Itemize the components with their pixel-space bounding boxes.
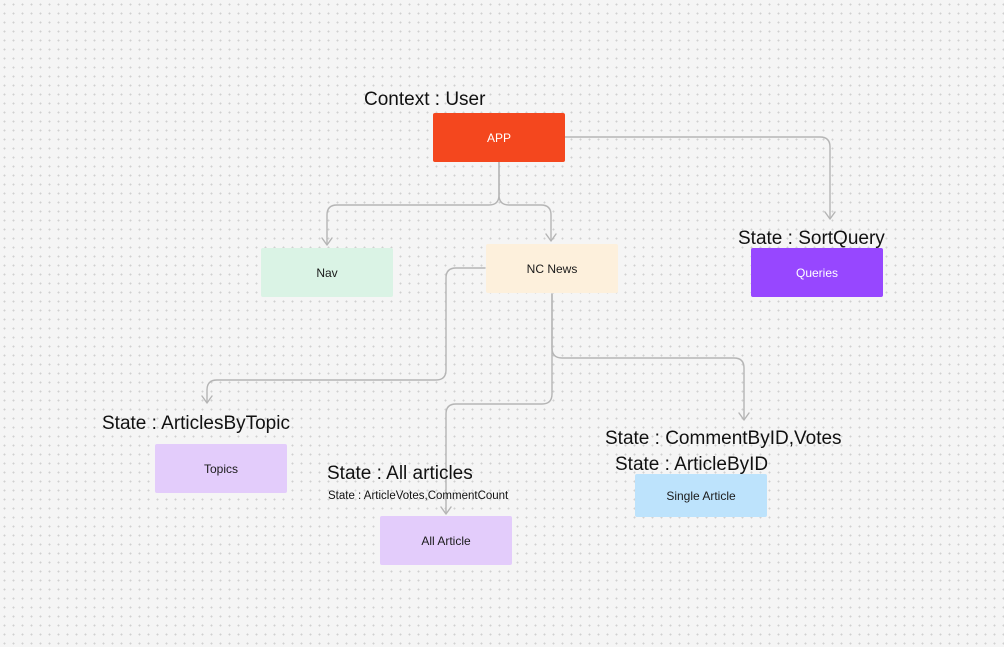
- arrowhead-single-article: [738, 412, 750, 421]
- label-state-sortquery: State : SortQuery: [738, 228, 885, 249]
- label-state-article-by-id: State : ArticleByID: [615, 454, 769, 475]
- node-app[interactable]: APP: [433, 113, 565, 162]
- arrowhead-nav: [321, 237, 333, 246]
- connector-ncnews-topics: [206, 267, 486, 402]
- arrowhead-all-article: [440, 506, 452, 515]
- node-queries[interactable]: Queries: [751, 248, 883, 297]
- arrowhead-topics: [201, 395, 213, 404]
- arrowhead-ncnews: [545, 233, 557, 242]
- label-state-articles-by-topic: State : ArticlesByTopic: [102, 413, 290, 434]
- label-state-all-articles: State : All articles: [327, 463, 473, 484]
- connector-app-queries: [564, 136, 831, 218]
- node-nav[interactable]: Nav: [261, 248, 393, 297]
- connector-ncnews-single-article: [551, 293, 745, 419]
- connector-app-ncnews: [498, 161, 552, 240]
- node-nc-news[interactable]: NC News: [486, 244, 618, 293]
- connector-ncnews-all-article: [445, 293, 553, 513]
- node-single-article[interactable]: Single Article: [635, 474, 767, 517]
- label-context-user: Context : User: [364, 89, 486, 110]
- arrowhead-queries: [824, 211, 836, 220]
- node-all-article[interactable]: All Article: [380, 516, 512, 565]
- node-topics[interactable]: Topics: [155, 444, 287, 493]
- label-state-article-votes: State : ArticleVotes,CommentCount: [328, 490, 509, 502]
- connector-app-nav: [326, 161, 500, 244]
- label-state-comment-votes: State : CommentByID,Votes: [605, 428, 842, 449]
